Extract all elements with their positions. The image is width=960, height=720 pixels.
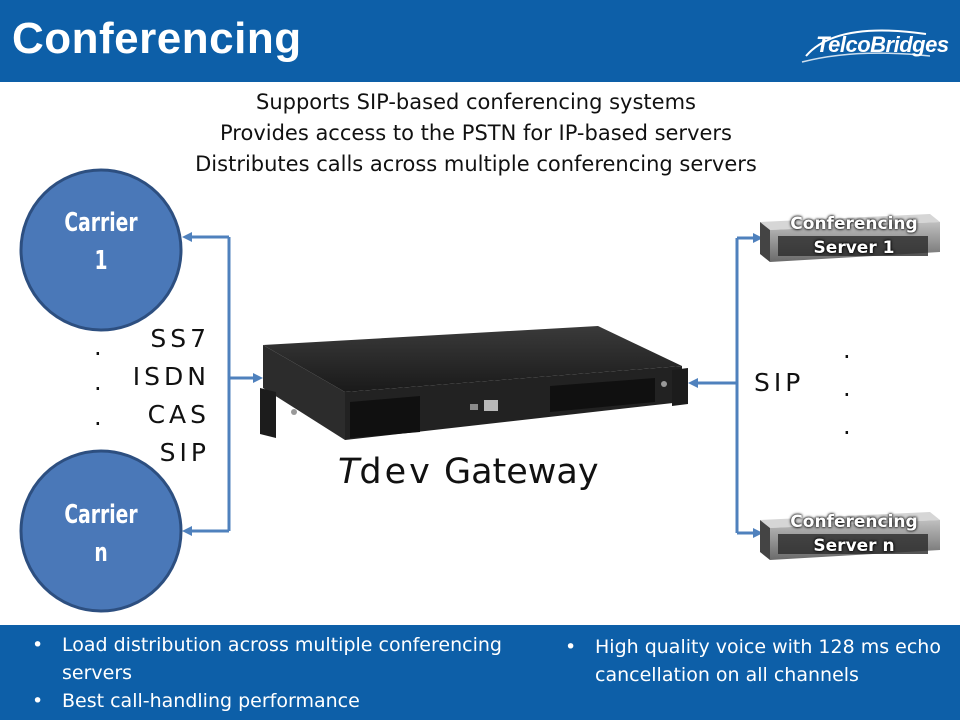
gateway-label-suffix: Gateway (432, 452, 599, 492)
right-connector (688, 233, 763, 538)
left-ellipsis-dot-3: . (94, 403, 102, 431)
footer-bar: • Load distribution across multiple conf… (0, 625, 960, 720)
subtitle-line-3: Distributes calls across multiple confer… (195, 152, 757, 176)
bullet-mark: • (32, 690, 44, 712)
subtitle-line-1: Supports SIP-based conferencing systems (256, 90, 696, 114)
bullet-mark: • (32, 634, 44, 656)
server-1-line2: Server 1 (813, 238, 895, 258)
footer-bullet-load-distribution: • Load distribution across multiple conf… (32, 631, 532, 687)
gateway-label: Tdev Gateway (338, 452, 599, 492)
server-n-line2: Server n (813, 536, 895, 556)
left-ellipsis-dot-1: . (94, 333, 102, 361)
carrier-n-line1: Carrier (64, 500, 138, 530)
carrier-1-line2: 1 (94, 246, 108, 276)
telcobridges-logo: TelcoBridges (796, 26, 949, 66)
server-n-line1: Conferencing (790, 512, 918, 532)
protocol-cas: CAS (147, 400, 210, 429)
carrier-n-line2: n (94, 538, 108, 568)
page-title: Conferencing (12, 14, 302, 63)
logo-swoosh-icon (801, 29, 931, 63)
carrier-n-label: Carrier n (53, 496, 149, 572)
footer-bullet-call-handling: • Best call-handling performance (32, 687, 532, 715)
right-ellipsis-dot-1: . (843, 336, 851, 364)
server-n-label: Conferencing Server n (774, 510, 934, 558)
server-1-line1: Conferencing (790, 214, 918, 234)
left-ellipsis-dot-2: . (94, 368, 102, 396)
bullet-mark: • (565, 636, 577, 658)
conferencing-server-1-device (760, 214, 940, 262)
protocol-ss7: SS7 (150, 324, 210, 353)
right-ellipsis-dot-2: . (843, 374, 851, 402)
protocol-sip: SIP (159, 438, 210, 467)
footer-bullet-voice-quality: • High quality voice with 128 ms echo ca… (565, 633, 955, 689)
logo-text: TelcoBridges (816, 32, 949, 57)
carrier-1-line1: Carrier (64, 208, 138, 238)
protocol-isdn: ISDN (132, 362, 210, 391)
tdev-gateway-device (260, 326, 688, 440)
subtitle-line-2: Provides access to the PSTN for IP-based… (220, 121, 732, 145)
carrier-1-label: Carrier 1 (53, 204, 149, 280)
footer-bullet-text: High quality voice with 128 ms echo canc… (595, 636, 941, 686)
carrier-1-circle (19, 168, 183, 332)
right-protocol-sip: SIP (754, 368, 805, 397)
carrier-n-circle (19, 449, 183, 613)
left-connector (182, 232, 263, 536)
gateway-label-name: dev (359, 452, 433, 492)
gateway-label-prefix: T (338, 452, 360, 492)
footer-bullet-text: Load distribution across multiple confer… (62, 634, 502, 684)
footer-bullet-text: Best call-handling performance (62, 690, 360, 712)
right-ellipsis-dot-3: . (843, 412, 851, 440)
conferencing-server-n-device (760, 512, 940, 560)
server-1-label: Conferencing Server 1 (774, 212, 934, 260)
header-bar: Conferencing TelcoBridges (0, 0, 960, 82)
